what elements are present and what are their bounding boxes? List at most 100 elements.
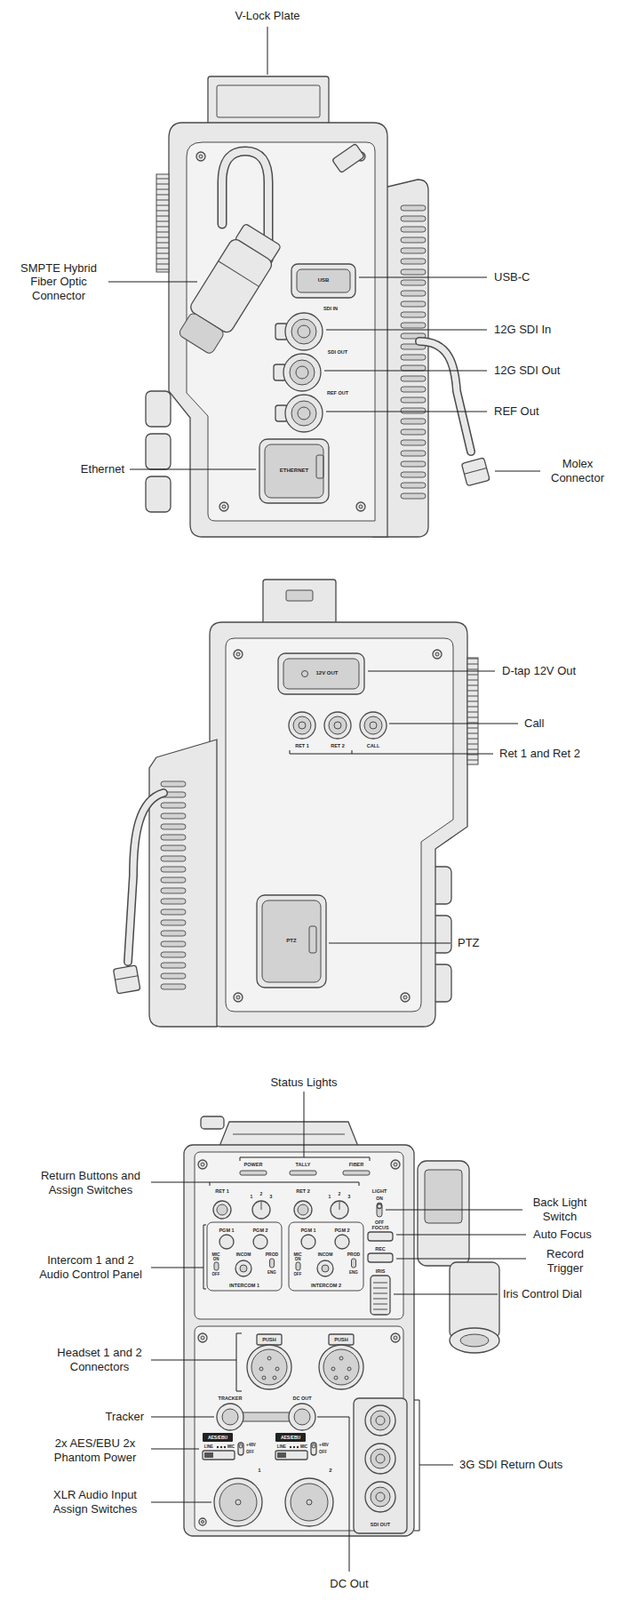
leader-line-path: [414, 1399, 420, 1531]
panel-print: +48V: [318, 1442, 329, 1447]
front-panel-circle: [293, 1445, 296, 1448]
front-panel-circle: [239, 1264, 248, 1272]
side-view-circle: [400, 992, 410, 1002]
panel-print: INCOM: [318, 1251, 334, 1257]
front-panel-rect: [202, 1450, 235, 1460]
front-panel-circle: [259, 1366, 264, 1371]
front-panel-circle: [285, 1477, 334, 1526]
front-panel-circle: [239, 1443, 243, 1448]
front-panel-circle: [301, 1234, 316, 1249]
leader-line-line: [324, 370, 487, 372]
callout-label: 12G SDI In: [494, 322, 551, 337]
front-panel-circle: [252, 1200, 271, 1219]
front-panel-rect: [202, 1432, 233, 1442]
leader-line-path: [239, 1156, 370, 1161]
front-panel-circle: [331, 1366, 335, 1371]
leader-line-line: [129, 469, 256, 471]
front-panel-circle: [220, 1445, 223, 1448]
leader-line-line: [151, 1267, 204, 1268]
front-panel-circle: [344, 1375, 349, 1380]
front-panel-ellipse: [460, 1333, 489, 1347]
panel-print: PROD: [347, 1251, 360, 1257]
side-view-circle: [359, 711, 387, 739]
leader-line-line: [396, 1234, 527, 1236]
panel-print: ENG: [349, 1269, 359, 1275]
front-panel-circle: [213, 1200, 232, 1219]
front-panel-circle: [222, 1408, 239, 1425]
side-view-circle: [369, 721, 377, 729]
callout-label: 2x AES/EBU 2x Phantom Power: [46, 1435, 144, 1464]
front-panel-circle: [253, 1234, 268, 1249]
side-view-rect: [286, 590, 313, 601]
leader-line-line: [303, 1091, 305, 1157]
front-panel-rect: [207, 1221, 282, 1291]
side-view-rect: [309, 925, 317, 953]
front-panel-circle: [251, 1348, 288, 1385]
top-view-g-rect: [177, 311, 225, 356]
leader-line-line: [385, 1209, 523, 1211]
front-panel-rect: [275, 1432, 306, 1442]
front-panel-circle: [272, 1375, 277, 1380]
panel-print: FIBER: [349, 1161, 365, 1168]
panel-print: OFF: [318, 1449, 327, 1454]
leader-line-line: [328, 942, 451, 944]
side-view-rect: [278, 653, 365, 694]
panel-print: 1: [257, 1467, 261, 1474]
front-panel-circle: [323, 1348, 359, 1385]
front-panel-rect: [270, 1258, 275, 1268]
front-panel-circle: [262, 1375, 266, 1380]
top-view-g-rect: [461, 457, 490, 487]
top-view-rect: [296, 269, 351, 293]
front-panel-circle: [199, 1517, 207, 1525]
front-panel-circle: [290, 1483, 328, 1521]
front-panel-circle: [334, 1375, 338, 1380]
front-panel-rect: [417, 1160, 470, 1266]
leader-line-line: [151, 1416, 215, 1418]
panel-print: REC: [374, 1245, 386, 1252]
leader-line-line: [267, 26, 269, 75]
panel-print: ETHERNET: [279, 467, 309, 474]
front-panel-circle: [289, 1445, 292, 1448]
panel-print: ON: [375, 1195, 383, 1201]
front-panel-circle: [200, 1162, 205, 1166]
top-view-circle: [283, 353, 321, 391]
panel-print: 2: [260, 1190, 264, 1197]
front-panel-circle: [267, 1355, 272, 1360]
panel-print: INTERCOM 2: [311, 1282, 342, 1289]
front-panel-circle: [311, 1443, 316, 1448]
top-view-circle: [199, 154, 203, 159]
tag-print: AES/EBU: [207, 1434, 228, 1440]
front-panel-circle: [201, 1520, 205, 1524]
front-panel-rect: [194, 1151, 404, 1319]
panel-print: LINE: [204, 1443, 214, 1449]
panel-print: SDI OUT: [370, 1521, 391, 1528]
leader-line-line: [389, 723, 519, 725]
side-view-rect: [283, 658, 359, 689]
side-view-circle: [293, 716, 311, 734]
panel-print: PUSH: [262, 1336, 276, 1343]
front-panel-circle: [317, 1259, 334, 1276]
front-panel-circle: [297, 1204, 309, 1215]
front-panel-rect: [367, 1231, 393, 1241]
side-view-rect: [262, 900, 321, 982]
front-panel-rect: [376, 1202, 383, 1217]
panel-print: 2: [338, 1190, 342, 1197]
panel-print: OFF: [294, 1271, 303, 1276]
front-panel-circle: [235, 1259, 252, 1276]
top-view-g: [332, 143, 366, 173]
side-view-path: [127, 792, 164, 962]
panel-print: PGM 1: [218, 1227, 234, 1234]
top-view-g: [174, 222, 284, 358]
front-panel-rect: [424, 1169, 463, 1223]
front-panel-line: [339, 1201, 341, 1210]
callout-label: Auto Focus: [533, 1227, 592, 1242]
panel-print: PGM 2: [252, 1227, 268, 1234]
top-view-g-line: [463, 467, 487, 474]
front-panel-circle: [275, 1366, 280, 1371]
leader-line: [108, 26, 541, 471]
front-panel-rect: [200, 1116, 224, 1129]
front-panel-rect: [194, 1325, 404, 1531]
front-panel-circle: [370, 1410, 391, 1430]
side-view-g-line: [115, 975, 139, 981]
leader-line-path: [236, 1332, 242, 1391]
